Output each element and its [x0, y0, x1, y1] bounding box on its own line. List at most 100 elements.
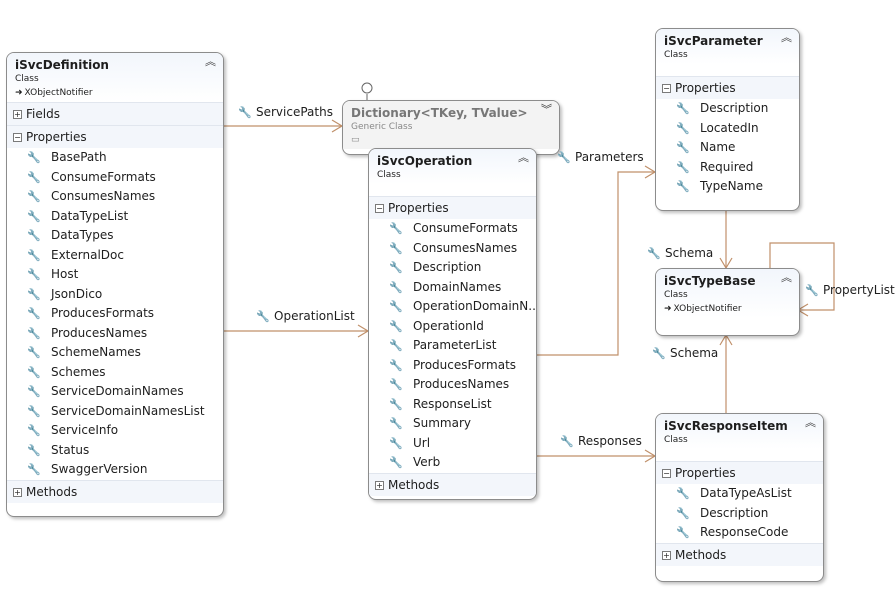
property-item[interactable]: 🔧ProducesFormats — [7, 304, 223, 324]
section-properties[interactable]: −Properties — [656, 461, 823, 484]
class-isvcoperation[interactable]: iSvcOperation Class ︽ −Properties 🔧Consu… — [368, 148, 537, 500]
property-item[interactable]: 🔧ConsumeFormats — [7, 168, 223, 188]
property-item[interactable]: 🔧DomainNames — [369, 278, 536, 298]
property-name: JsonDico — [51, 286, 103, 301]
property-name: ProducesFormats — [413, 357, 517, 372]
collapse-chevron-icon[interactable]: ︽ — [805, 416, 816, 429]
property-item[interactable]: 🔧ConsumesNames — [369, 239, 536, 259]
property-item[interactable]: 🔧OperationDomainN... — [369, 297, 536, 317]
property-item[interactable]: 🔧Description — [656, 504, 823, 524]
property-name: ConsumesNames — [51, 189, 156, 203]
collapse-chevron-icon[interactable]: ︽ — [781, 31, 792, 44]
property-item[interactable]: 🔧ExternalDoc — [7, 246, 223, 266]
property-item[interactable]: 🔧ResponseList — [369, 395, 536, 415]
arrow-parameters — [644, 165, 657, 179]
class-kind: Class — [15, 74, 39, 84]
property-item[interactable]: 🔧JsonDico — [7, 285, 223, 305]
property-item[interactable]: 🔧ServiceInfo — [7, 421, 223, 441]
section-properties[interactable]: −Properties — [7, 125, 223, 148]
property-item[interactable]: 🔧Verb — [369, 453, 536, 473]
section-fields[interactable]: +Fields — [7, 102, 223, 125]
label-service-paths[interactable]: 🔧ServicePaths — [238, 105, 333, 119]
label-responses[interactable]: 🔧Responses — [560, 434, 642, 448]
property-item[interactable]: 🔧 Name — [656, 138, 799, 158]
expand-chevron-icon[interactable]: ︾ — [541, 103, 552, 116]
collapse-chevron-icon[interactable]: ︽ — [518, 151, 529, 164]
property-item[interactable]: 🔧ParameterList — [369, 336, 536, 356]
base-class: ➜XObjectNotifier — [664, 304, 742, 314]
class-isvctypebase[interactable]: iSvcTypeBase Class ➜XObjectNotifier ︽ — [655, 268, 800, 336]
label-property-list[interactable]: 🔧PropertyList — [805, 283, 895, 297]
label-schema-response[interactable]: 🔧Schema — [652, 346, 719, 360]
property-name: BasePath — [51, 150, 107, 164]
property-name: ParameterList — [413, 338, 497, 352]
wrench-icon: 🔧 — [389, 222, 403, 235]
property-item[interactable]: 🔧Url — [369, 434, 536, 454]
wrench-icon: 🔧 — [389, 436, 403, 450]
property-item[interactable]: 🔧Host — [7, 265, 223, 285]
property-item[interactable]: 🔧ProducesNames — [369, 375, 536, 395]
property-item[interactable]: 🔧SwaggerVersion — [7, 460, 223, 480]
collapse-icon[interactable]: − — [375, 204, 384, 213]
wrench-icon: 🔧 — [27, 463, 41, 476]
property-name: ConsumeFormats — [413, 221, 518, 235]
property-item[interactable]: 🔧Schemes — [7, 363, 223, 383]
property-name: ServiceInfo — [51, 423, 119, 437]
property-item[interactable]: 🔧ProducesFormats — [369, 356, 536, 376]
property-item[interactable]: 🔧TypeName — [656, 177, 799, 197]
section-methods[interactable]: +Methods — [7, 479, 223, 503]
class-header: iSvcDefinition Class ➜XObjectNotifier ︽ — [7, 53, 223, 102]
label-schema-param[interactable]: 🔧Schema — [647, 246, 714, 260]
property-item[interactable]: 🔧 OperationId — [369, 317, 536, 337]
class-isvcresponseitem[interactable]: iSvcResponseItem Class ︽ −Properties 🔧Da… — [655, 413, 824, 582]
property-item[interactable]: 🔧Status — [7, 441, 223, 461]
property-item[interactable]: 🔧LocatedIn — [656, 119, 799, 139]
wrench-icon: 🔧 — [27, 248, 41, 262]
property-item[interactable]: 🔧DataTypes — [7, 226, 223, 246]
property-item[interactable]: 🔧ServiceDomainNames — [7, 382, 223, 402]
property-item[interactable]: 🔧ProducesNames — [7, 324, 223, 344]
expand-icon[interactable]: + — [662, 550, 671, 560]
property-item[interactable]: 🔧Summary — [369, 414, 536, 434]
collapse-icon[interactable]: − — [662, 469, 671, 478]
property-item[interactable]: 🔧 ConsumeFormats — [369, 219, 536, 239]
property-item[interactable]: 🔧DataTypeList — [7, 207, 223, 227]
arrow-responses — [644, 449, 657, 463]
section-methods[interactable]: +Methods — [369, 472, 536, 496]
section-properties[interactable]: −Properties — [656, 76, 799, 99]
section-properties[interactable]: −Properties — [369, 196, 536, 219]
property-item[interactable]: 🔧ConsumesNames — [7, 187, 223, 207]
property-item[interactable]: 🔧SchemeNames — [7, 343, 223, 363]
property-item[interactable]: 🔧BasePath — [7, 148, 223, 168]
property-name: Name — [700, 140, 736, 154]
wrench-icon: 🔧 — [389, 300, 403, 313]
class-isvcdefinition[interactable]: iSvcDefinition Class ➜XObjectNotifier ︽ … — [6, 52, 224, 517]
property-item[interactable]: 🔧Description — [369, 258, 536, 278]
property-item[interactable]: 🔧Required — [656, 158, 799, 178]
label-parameters[interactable]: 🔧Parameters — [557, 150, 644, 164]
arrow-schema-response — [719, 333, 733, 346]
expand-icon[interactable]: + — [375, 480, 384, 490]
collapse-chevron-icon[interactable]: ︽ — [781, 271, 792, 284]
class-name: Dictionary<TKey, TValue> — [351, 106, 528, 120]
property-item[interactable]: 🔧ResponseCode — [656, 523, 823, 543]
class-dictionary[interactable]: Dictionary<TKey, TValue> Generic Class ▭… — [342, 100, 560, 155]
collapse-chevron-icon[interactable]: ︽ — [205, 55, 216, 68]
line-parameters — [535, 171, 655, 356]
property-item[interactable]: 🔧ServiceDomainNamesList — [7, 402, 223, 422]
collapse-icon[interactable]: − — [662, 84, 671, 93]
wrench-icon: 🔧 — [676, 141, 690, 154]
property-name: DataTypeList — [51, 208, 129, 223]
class-isvcparameter[interactable]: iSvcParameter Class ︽ −Properties 🔧Descr… — [655, 28, 800, 211]
label-operation-list[interactable]: 🔧OperationList — [256, 309, 355, 323]
wrench-icon: 🔧 — [389, 319, 403, 333]
property-item[interactable]: 🔧DataTypeAsList — [656, 484, 823, 504]
section-methods[interactable]: +Methods — [656, 542, 823, 566]
wrench-icon: 🔧 — [389, 280, 403, 294]
expand-icon[interactable]: + — [13, 487, 22, 497]
expand-icon[interactable]: + — [13, 110, 22, 119]
interface-lollipop — [361, 82, 373, 94]
property-item[interactable]: 🔧Description — [656, 99, 799, 119]
property-name: OperationId — [413, 318, 484, 333]
collapse-icon[interactable]: − — [13, 133, 22, 142]
